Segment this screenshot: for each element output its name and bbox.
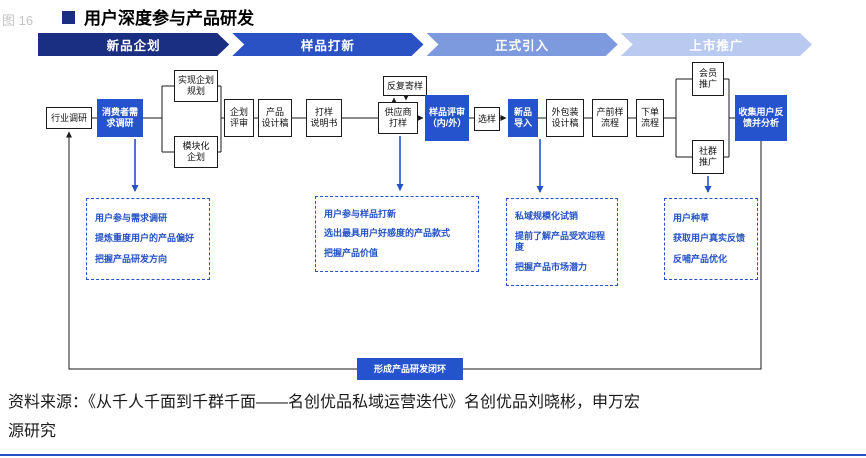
- callout-user-sample-innovation: 用户参与样品打新 选出最具用户好感度的产品款式 把握产品价值: [315, 196, 479, 272]
- callout-user-seeding: 用户种草 获取用户真实反馈 反哺产品优化: [664, 198, 758, 280]
- process-stage-bar: 新品企划 样品打新 正式引入 上市推广: [38, 33, 812, 56]
- callout-line: 用户参与样品打新: [324, 209, 397, 220]
- node-supplier-sampling: 供应商 打样: [378, 102, 418, 134]
- callout-line: 用户参与需求调研: [95, 212, 168, 223]
- stage-label: 新品企划: [106, 39, 161, 53]
- callout-line: 私域规模化试销: [515, 211, 579, 222]
- node-member-promotion: 会员 推广: [692, 62, 724, 96]
- node-planning-review: 企划 评审: [224, 99, 254, 137]
- node-modular-planning: 模块化 企划: [174, 136, 218, 168]
- node-sampling-spec: 打样 说明书: [306, 99, 342, 137]
- callout-line: 把握产品价值: [324, 247, 379, 258]
- callout-line: 提前了解产品受欢迎程度: [515, 230, 606, 252]
- callout-line: 把握产品研发方向: [95, 254, 168, 265]
- title-bullet-square: [62, 11, 75, 24]
- callout-line: 把握产品市场潜力: [515, 261, 588, 272]
- node-repeated-sample-mailing: 反复寄样: [383, 76, 427, 96]
- figure-label: 图 16: [2, 13, 34, 28]
- node-product-design-draft: 产品 设计稿: [258, 99, 292, 137]
- callout-line: 选出最具用户好感度的产品款式: [324, 228, 451, 239]
- bottom-divider-rule: [0, 454, 866, 456]
- stage-label: 样品打新: [300, 39, 355, 53]
- closed-loop-label-box: 形成产品研发闭环: [357, 358, 463, 380]
- source-note: 资料来源：《从千人千面到千群千面——名创优品私域运营迭代》名创优品刘晓彬，申万宏…: [8, 388, 860, 446]
- callout-line: 反哺产品优化: [673, 254, 728, 265]
- stage-label: 正式引入: [495, 39, 550, 53]
- node-new-product-introduction: 新品 导入: [508, 99, 538, 137]
- node-consumer-demand-research: 消费者需 求调研: [97, 99, 143, 137]
- node-planning-roadmap: 实现企划 规划: [174, 70, 218, 102]
- node-industry-research: 行业调研: [46, 107, 92, 129]
- page-title: 用户深度参与产品研发: [84, 9, 254, 28]
- stage-sample-innovation: 样品打新: [232, 33, 423, 56]
- node-packaging-design-draft: 外包装 设计稿: [546, 99, 584, 137]
- source-line-2: 源研究: [8, 423, 57, 440]
- source-line-1: 资料来源：《从千人千面到千群千面——名创优品私域运营迭代》名创优品刘晓彬，申万宏: [8, 394, 641, 411]
- node-collect-user-feedback: 收集用户反 馈并分析: [735, 95, 787, 141]
- node-sample-selection: 选样: [474, 107, 500, 131]
- stage-label: 上市推广: [689, 39, 744, 53]
- callout-private-domain-trial: 私域规模化试销 提前了解产品受欢迎程度 把握产品市场潜力: [506, 198, 618, 286]
- stage-launch-promotion: 上市推广: [621, 33, 812, 56]
- stage-formal-introduction: 正式引入: [427, 33, 618, 56]
- node-order-process: 下单 流程: [636, 99, 664, 137]
- node-community-promotion: 社群 推广: [692, 140, 724, 174]
- callout-line: 提炼重度用户的产品偏好: [95, 233, 195, 244]
- callout-user-demand-research: 用户参与需求调研 提炼重度用户的产品偏好 把握产品研发方向: [86, 198, 210, 280]
- node-sample-review: 样品评审 （内/外）: [425, 95, 469, 141]
- callout-line: 用户种草: [673, 212, 710, 223]
- stage-new-product-planning: 新品企划: [38, 33, 229, 56]
- node-preproduction-sample-process: 产前样 流程: [592, 99, 628, 137]
- callout-line: 获取用户真实反馈: [673, 233, 746, 244]
